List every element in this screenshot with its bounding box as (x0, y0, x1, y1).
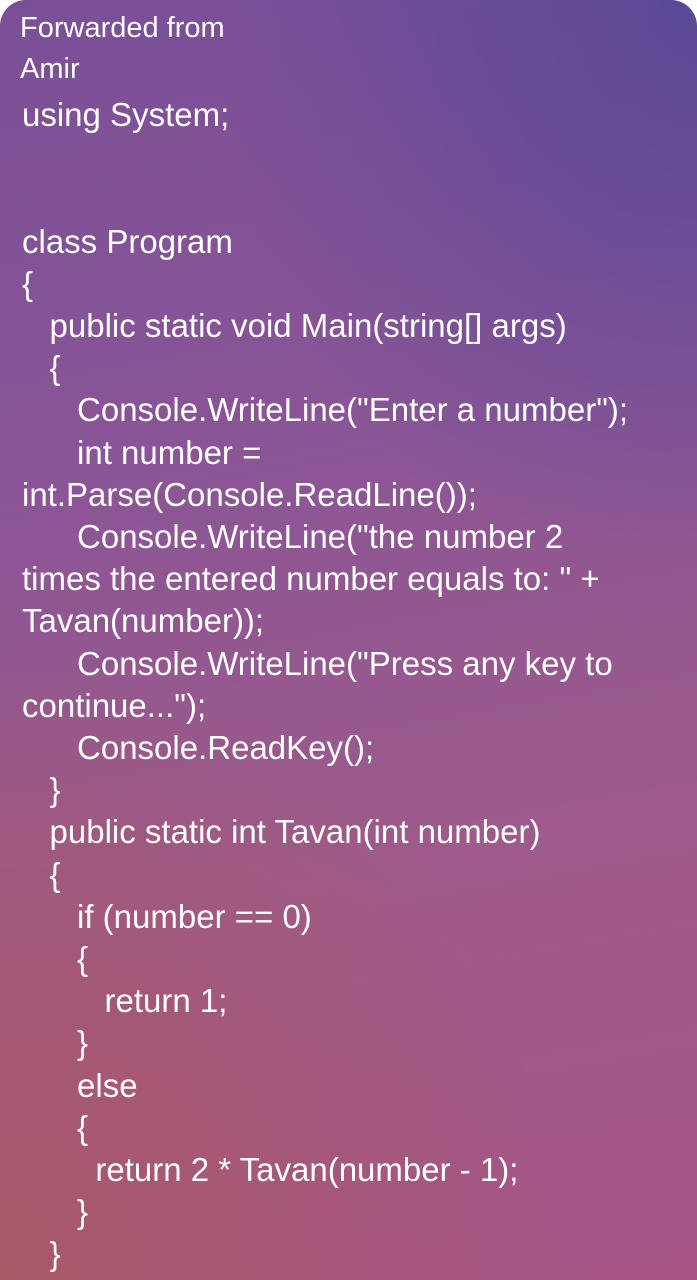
code-line: continue..."); (22, 686, 207, 724)
code-line: times the entered number equals to: " + (22, 560, 600, 598)
forwarded-from-name[interactable]: Amir (20, 53, 80, 85)
code-line: Console.WriteLine("Press any key to (22, 644, 613, 682)
forwarded-label: Forwarded from (20, 12, 225, 44)
code-line: Console.WriteLine("the number 2 (22, 518, 564, 555)
code-line (22, 136, 692, 178)
code-line: } (22, 1235, 61, 1273)
code-line: Tavan(number)); (22, 602, 265, 640)
code-line: using System; (22, 96, 230, 133)
code-line: } (22, 1193, 89, 1231)
code-line: public static int Tavan(int number) (22, 813, 541, 851)
code-line: { (22, 855, 61, 893)
message-text-code: using System; class Program { public stati… (22, 94, 692, 1276)
code-line: Console.ReadKey(); (22, 729, 375, 767)
code-line (22, 178, 692, 220)
code-line: public static void Main(string[] args) (22, 306, 567, 344)
code-line: class Program (22, 222, 233, 260)
code-line: } (22, 771, 61, 809)
code-line: { (22, 349, 61, 387)
code-line: else (22, 1066, 138, 1104)
code-line: { (22, 1108, 89, 1146)
code-line: return 1; (22, 982, 228, 1020)
code-line: if (number == 0) (22, 897, 312, 935)
code-line: int number = (22, 433, 262, 471)
code-line: { (22, 264, 34, 302)
code-line: Console.WriteLine("Enter a number"); (22, 391, 629, 429)
code-line: } (22, 1024, 89, 1062)
code-line: int.Parse(Console.ReadLine()); (22, 475, 477, 513)
code-line: { (22, 940, 89, 978)
forwarded-header[interactable]: Forwarded from Amir (20, 8, 420, 90)
code-line: return 2 * Tavan(number - 1); (22, 1151, 519, 1189)
